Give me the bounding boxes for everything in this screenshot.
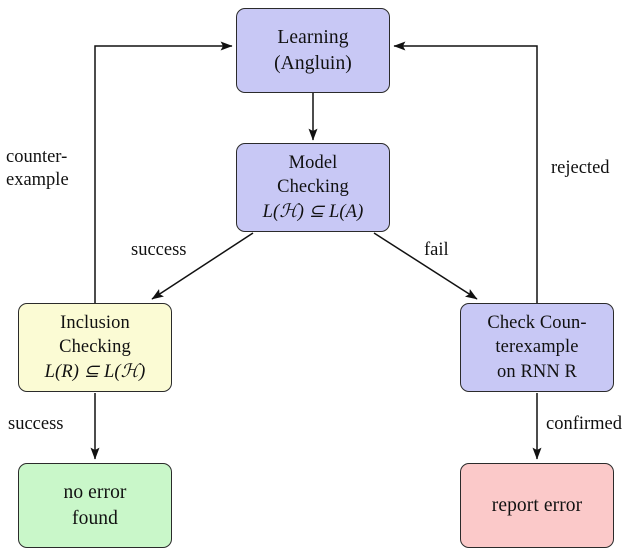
inclusion-checking-node-line-1: Inclusion — [60, 313, 130, 334]
model-checking-node-line-1: Model — [288, 153, 338, 174]
edge-label-counterexample: counter- example — [6, 146, 69, 191]
model-checking-node[interactable]: Model Checking L(ℋ) ⊆ L(A) — [236, 143, 390, 232]
check-counterexample-node-line-1: Check Coun- — [487, 313, 587, 334]
model-checking-node-line-2: Checking — [277, 177, 349, 198]
learning-node[interactable]: Learning (Angluin) — [236, 8, 390, 93]
check-counterexample-node-line-2: terexample — [495, 337, 579, 358]
check-counterexample-node[interactable]: Check Coun- terexample on RNN R — [460, 303, 614, 392]
learning-node-line-2: (Angluin) — [274, 52, 352, 74]
edge-label-counterexample-line-2: example — [6, 169, 69, 190]
learning-node-line-1: Learning — [277, 27, 349, 49]
report-error-node[interactable]: report error — [460, 463, 614, 548]
edge-label-success-top: success — [131, 240, 187, 260]
edge-label-success-bottom: success — [8, 414, 64, 434]
report-error-node-line-1: report error — [491, 494, 583, 516]
edge-label-fail: fail — [424, 240, 449, 260]
edge-label-confirmed: confirmed — [546, 414, 623, 434]
no-error-found-node[interactable]: no error found — [18, 463, 172, 548]
inclusion-checking-node[interactable]: Inclusion Checking L(R) ⊆ L(ℋ) — [18, 303, 172, 392]
check-counterexample-node-line-3: on RNN R — [497, 361, 577, 382]
no-error-found-node-line-2: found — [72, 507, 118, 529]
no-error-found-node-line-1: no error — [63, 482, 127, 504]
model-checking-node-formula: L(ℋ) ⊆ L(A) — [262, 201, 364, 222]
edge-label-rejected: rejected — [551, 158, 610, 178]
edge-check-counterexample-to-learning — [393, 41, 538, 303]
inclusion-checking-node-formula: L(R) ⊆ L(ℋ) — [44, 361, 146, 382]
edge-label-counterexample-line-1: counter- — [6, 147, 68, 167]
inclusion-checking-node-line-2: Checking — [59, 337, 131, 358]
edge-inclusion-to-learning — [94, 41, 233, 303]
